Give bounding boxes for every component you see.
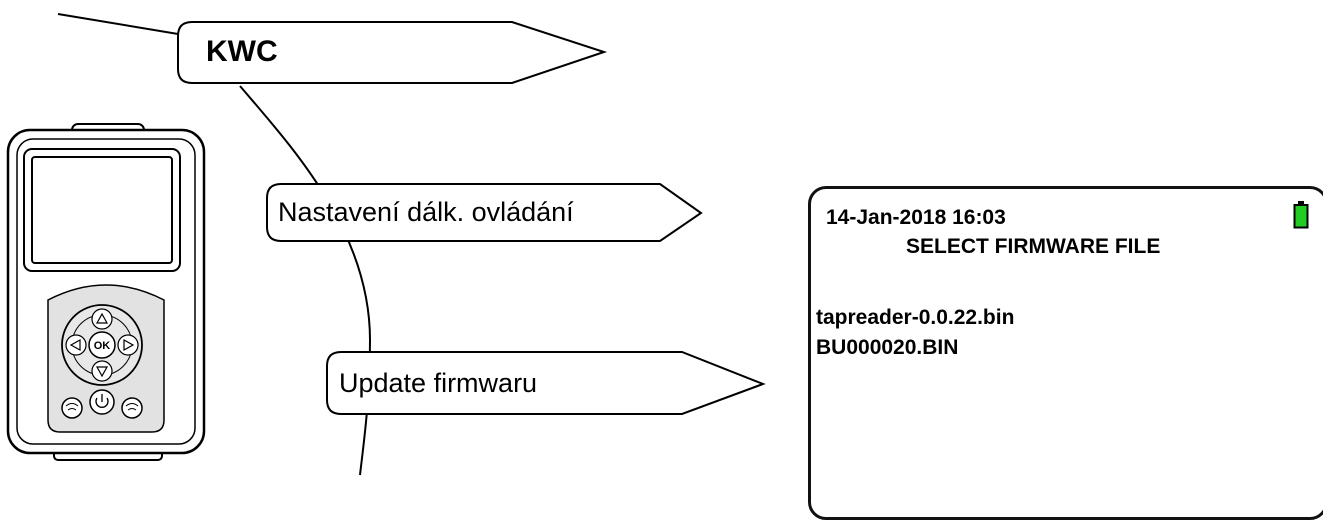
menu-item-update-firmware: Update firmwaru bbox=[339, 368, 538, 398]
battery-icon bbox=[1293, 201, 1309, 229]
svg-text:OK: OK bbox=[94, 340, 111, 352]
remote-callout-shape bbox=[266, 183, 703, 242]
arrow-left-icon bbox=[65, 334, 87, 356]
power-icon bbox=[89, 389, 115, 415]
screen-title: SELECT FIRMWARE FILE bbox=[906, 235, 1161, 258]
menu-item-remote-settings: Nastavení dálk. ovládání bbox=[278, 197, 574, 227]
remote-left-button-icon bbox=[61, 397, 83, 419]
kwc-callout-shape bbox=[177, 21, 608, 84]
firmware-file-item[interactable]: BU000020.BIN bbox=[816, 336, 959, 359]
firmware-file-item[interactable]: tapreader-0.0.22.bin bbox=[816, 306, 1015, 329]
menu-root-label: KWC bbox=[206, 35, 278, 68]
update-callout-shape bbox=[326, 351, 766, 415]
remote-right-button-icon bbox=[121, 397, 143, 419]
screen-datetime: 14-Jan-2018 16:03 bbox=[826, 206, 1006, 229]
ok-button-icon: OK bbox=[88, 331, 116, 359]
remote-control-device: OK bbox=[6, 123, 206, 461]
arrow-right-icon bbox=[117, 334, 139, 356]
device-screen: 14-Jan-2018 16:03 SELECT FIRMWARE FILE t… bbox=[808, 186, 1323, 520]
arrow-up-icon bbox=[91, 308, 113, 330]
arrow-down-icon bbox=[91, 360, 113, 382]
